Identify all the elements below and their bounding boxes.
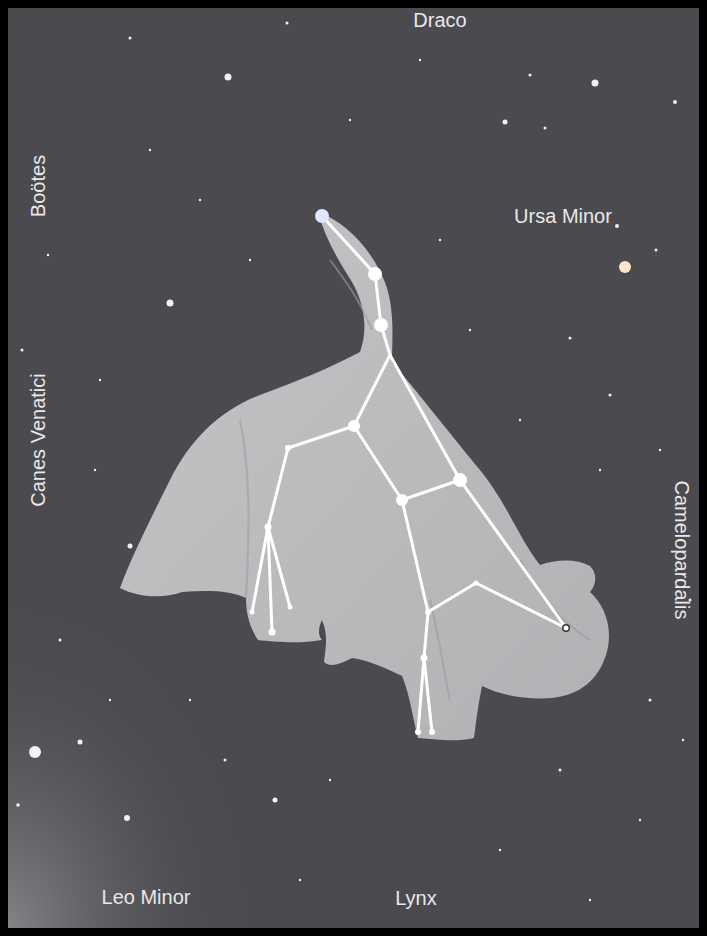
bear-silhouette bbox=[120, 212, 609, 740]
star bbox=[655, 249, 658, 252]
star bbox=[673, 100, 677, 104]
constellation-name: Camelopardalis bbox=[672, 481, 692, 620]
star bbox=[273, 798, 278, 803]
background-stars bbox=[16, 22, 691, 902]
constellation-stars bbox=[250, 209, 571, 735]
star bbox=[349, 119, 351, 121]
constellation-lines bbox=[252, 216, 566, 732]
star bbox=[286, 22, 289, 25]
star bbox=[419, 59, 421, 61]
star bbox=[529, 74, 532, 77]
star bbox=[592, 80, 599, 87]
star bbox=[299, 879, 301, 881]
star bbox=[124, 815, 130, 821]
star bbox=[16, 803, 20, 807]
star bbox=[99, 379, 101, 381]
star bbox=[519, 419, 521, 421]
star bbox=[639, 819, 641, 821]
constellation-name: Canes Venatici bbox=[28, 373, 48, 506]
star bbox=[78, 740, 83, 745]
star bbox=[167, 300, 174, 307]
constellation-name: Draco bbox=[413, 10, 466, 30]
star bbox=[439, 239, 441, 241]
star bbox=[503, 120, 508, 125]
constellation-name: Ursa Minor bbox=[514, 206, 612, 226]
star bbox=[619, 261, 631, 273]
star bbox=[659, 449, 661, 451]
star bbox=[225, 74, 232, 81]
star bbox=[129, 37, 132, 40]
horizon-glow bbox=[8, 8, 699, 928]
sky-background bbox=[8, 8, 699, 928]
star bbox=[189, 699, 191, 701]
constellation-name: Boötes bbox=[28, 155, 48, 217]
star bbox=[589, 899, 591, 901]
constellation-name: Leo Minor bbox=[102, 887, 191, 907]
star bbox=[329, 779, 331, 781]
star bbox=[569, 337, 572, 340]
star bbox=[59, 639, 62, 642]
star bbox=[224, 759, 227, 762]
star bbox=[47, 254, 49, 256]
star bbox=[199, 199, 201, 201]
star bbox=[682, 739, 684, 741]
constellation-name: Lynx bbox=[395, 888, 437, 908]
star bbox=[249, 259, 251, 261]
star bbox=[21, 349, 24, 352]
star bbox=[128, 544, 133, 549]
star bbox=[149, 149, 151, 151]
star bbox=[29, 746, 41, 758]
star bbox=[94, 469, 96, 471]
star bbox=[615, 224, 619, 228]
star bbox=[599, 469, 601, 471]
star bbox=[559, 769, 562, 772]
star bbox=[609, 394, 612, 397]
star bbox=[649, 699, 652, 702]
star bbox=[469, 329, 471, 331]
bear-shading bbox=[240, 260, 590, 700]
star bbox=[544, 127, 547, 130]
star bbox=[109, 699, 111, 701]
star bbox=[499, 849, 501, 851]
